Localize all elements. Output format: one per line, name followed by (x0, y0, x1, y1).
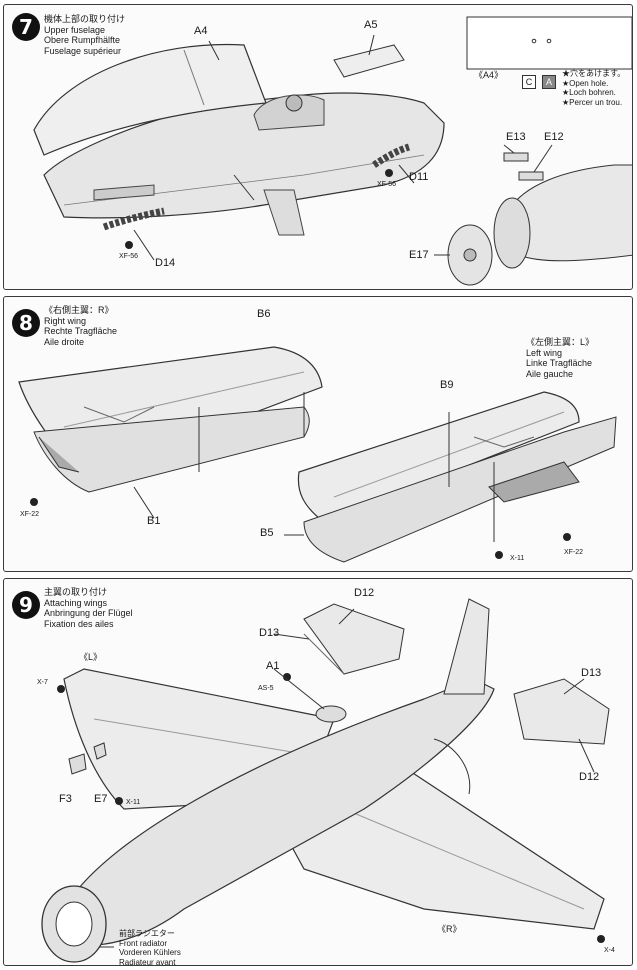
title-fr: Aile droite (44, 336, 85, 347)
part-label: B1 (147, 515, 161, 527)
part-label: D12 (354, 587, 375, 599)
step-9-illustration (41, 598, 610, 963)
note-de: ★Loch bohren. (562, 88, 616, 97)
part-label: E12 (544, 131, 564, 143)
part-label: D11 (409, 171, 429, 183)
step-number: 9 (12, 591, 40, 619)
step-9-panel: 9 主翼の取り付け Attaching wings Anbringung der… (3, 578, 633, 966)
part-label: E7 (94, 793, 108, 805)
part-label: B5 (260, 527, 274, 539)
step-8-illustration (18, 346, 617, 563)
part-label: A5 (364, 19, 378, 31)
title-ja: 機体上部の取り付け (44, 14, 126, 24)
step-title: 主翼の取り付け Attaching wings Anbringung der F… (44, 587, 133, 629)
step-number: 8 (12, 309, 40, 337)
note-en: ★Open hole. (562, 78, 609, 88)
paint-label: XF-22 (564, 549, 584, 556)
radiator-ja: 前部ラジエター (119, 929, 175, 938)
note-fr: ★Percer un trou. (562, 97, 623, 107)
title-ja: 主翼の取り付け (44, 587, 108, 597)
step-number: 7 (12, 13, 40, 41)
step-title: 機体上部の取り付け Upper fuselage Obere Rumpfhälf… (44, 14, 125, 56)
part-label: D14 (155, 257, 176, 269)
radiator-en: Front radiator (119, 938, 168, 948)
left-wing-title: 《左側主翼：L》 Left wing Linke Tragfläche Aile… (526, 337, 594, 379)
title-en: Upper fuselage (44, 24, 106, 35)
side-mark-right: 《R》 (437, 924, 462, 934)
title-de: Rechte Tragfläche (44, 326, 118, 336)
radiator-caption: 前部ラジエター Front radiator Vorderen Kühlers … (119, 929, 181, 966)
part-label: F3 (59, 793, 72, 805)
paint-label: XF-56 (377, 181, 397, 188)
inset-caption: 《A4》 (474, 70, 504, 80)
paint-label: X-7 (37, 679, 48, 686)
tag-a: A (542, 75, 556, 89)
part-label: E13 (506, 131, 526, 143)
paint-label: XF-56 (119, 253, 139, 260)
part-label: E17 (409, 249, 429, 261)
part-label: D13 (259, 627, 280, 639)
radiator-fr: Radiateur avant (119, 957, 176, 966)
title-en: Right wing (44, 315, 87, 326)
tag-c: C (522, 75, 536, 89)
title-de: Anbringung der Flügel (44, 608, 133, 618)
part-label: A4 (194, 25, 208, 37)
title-de: Linke Tragfläche (526, 358, 593, 368)
paint-label: AS-5 (258, 685, 274, 692)
title-fr: Fuselage supérieur (44, 45, 122, 56)
title-ja: 《左側主翼：L》 (526, 337, 595, 347)
part-label: A1 (266, 660, 280, 672)
inset-note: ★穴をあけます。 ★Open hole. ★Loch bohren. ★Perc… (562, 69, 625, 107)
title-fr: Fixation des ailes (44, 618, 114, 629)
radiator-de: Vorderen Kühlers (119, 948, 181, 957)
part-label: B6 (257, 308, 271, 320)
step-7-panel: 7 機体上部の取り付け Upper fuselage Obere Rumpfhä… (3, 4, 633, 290)
title-en: Left wing (526, 347, 563, 358)
paint-label: X-11 (126, 799, 141, 806)
part-label: B9 (440, 379, 454, 391)
part-label: D13 (581, 667, 602, 679)
paint-label: XF-22 (20, 511, 40, 518)
paint-label: X-4 (604, 947, 615, 954)
right-wing-title: 《右側主翼：R》 Right wing Rechte Tragfläche Ai… (44, 305, 117, 347)
title-ja: 《右側主翼：R》 (44, 305, 114, 315)
title-fr: Aile gauche (526, 368, 574, 379)
note-ja: ★穴をあけます。 (562, 69, 626, 78)
title-de: Obere Rumpfhälfte (44, 35, 121, 45)
paint-label: X-11 (510, 555, 525, 562)
step-7-illustration (33, 16, 632, 286)
part-label: D12 (579, 771, 600, 783)
title-en: Attaching wings (44, 597, 108, 608)
side-mark-left: 《L》 (79, 652, 103, 662)
step-8-panel: 8 《右側主翼：R》 Right wing Rechte Tragfläche … (3, 296, 633, 572)
